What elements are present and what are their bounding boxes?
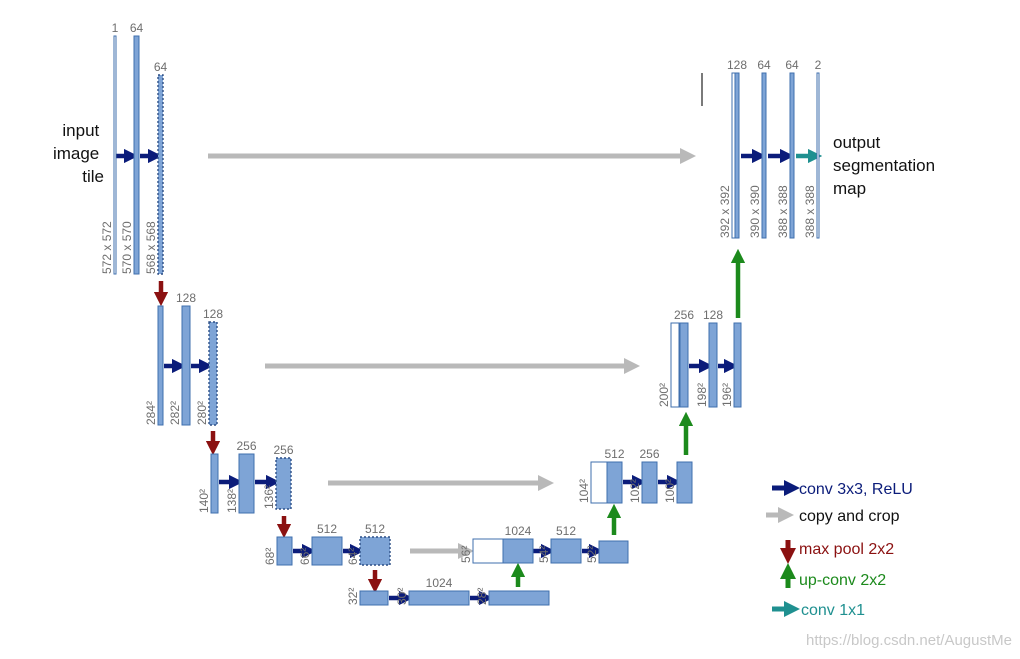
size-label-u3c: 102² <box>628 479 642 503</box>
size-label-l2b: 282² <box>168 401 182 425</box>
size-label-u1d: 388 x 388 <box>776 185 790 238</box>
legend-conv-label: conv 3x3, ReLU <box>799 481 913 498</box>
size-label-l3b: 138² <box>225 489 239 513</box>
dimension-labels: 1 572 x 572 64 570 x 570 64 568 x 568 284² 128 2… <box>100 21 822 605</box>
size-label-l2a: 284² <box>144 401 158 425</box>
feature-map-u2d <box>733 322 742 408</box>
feature-map-l3c <box>275 457 292 510</box>
channel-label-l3c: 256 <box>273 443 293 457</box>
channel-label-l4b: 512 <box>317 522 337 536</box>
feature-map-l1c <box>157 74 164 275</box>
size-label-l4b: 66² <box>298 548 312 565</box>
legend-copy-label: copy and crop <box>799 508 900 525</box>
legend: conv 3x3, ReLU copy and crop max pool 2x… <box>766 479 913 619</box>
feature-map-u1e <box>816 72 820 239</box>
feature-map-l4c <box>359 536 391 566</box>
size-label-l4a: 68² <box>263 548 277 565</box>
size-label-u3d: 100² <box>663 479 677 503</box>
channel-label-u4b: 1024 <box>505 524 532 538</box>
feature-map-b2 <box>408 590 470 606</box>
channel-label-l3b: 256 <box>236 439 256 453</box>
channel-label-l2c: 128 <box>203 307 223 321</box>
size-label-l1b: 570 x 570 <box>120 221 134 274</box>
size-label-u2w: 200² <box>657 383 671 407</box>
feature-map-u3b <box>606 461 623 504</box>
size-label-u4w: 56² <box>459 546 473 563</box>
channel-label-u3c: 256 <box>639 447 659 461</box>
feature-map-l2b <box>181 305 191 426</box>
feature-map-u2b <box>679 322 689 408</box>
size-label-u3w: 104² <box>577 479 591 503</box>
feature-map-u3d <box>676 461 693 504</box>
size-label-l2c: 280² <box>195 401 209 425</box>
feature-map-u3c <box>641 461 658 504</box>
channel-label-l1a: 1 <box>112 21 119 35</box>
size-label-u2c: 198² <box>695 383 709 407</box>
channel-label-b2: 1024 <box>426 576 453 590</box>
legend-pool-label: max pool 2x2 <box>799 541 894 558</box>
size-label-b2: 30² <box>395 588 409 605</box>
size-label-l4c: 64² <box>346 548 360 565</box>
size-label-l1a: 572 x 572 <box>100 221 114 274</box>
feature-map-u4d <box>598 540 629 564</box>
feature-map-b3 <box>488 590 550 606</box>
channel-label-u3b: 512 <box>604 447 624 461</box>
size-label-b1: 32² <box>346 588 360 605</box>
size-label-l3c: 136² <box>262 485 276 509</box>
size-label-l3a: 140² <box>197 489 211 513</box>
feature-map-b1 <box>359 590 389 606</box>
size-label-u4c: 54² <box>537 546 551 563</box>
feature-map-u2c <box>708 322 718 408</box>
channel-label-l1c: 64 <box>154 60 168 74</box>
feature-map-l2c <box>208 321 218 426</box>
size-label-u4d: 52² <box>585 546 599 563</box>
feature-map-l3b <box>238 453 255 514</box>
channel-label-u4c: 512 <box>556 524 576 538</box>
feature-map-l1a <box>113 35 117 275</box>
channel-label-l4c: 512 <box>365 522 385 536</box>
channel-label-u2b: 256 <box>674 308 694 322</box>
size-label-u1w: 392 x 392 <box>718 185 732 238</box>
channel-label-l2b: 128 <box>176 291 196 305</box>
feature-map-u4w <box>472 538 504 564</box>
feature-map-u1b <box>734 72 740 239</box>
channel-label-u1c: 64 <box>757 58 771 72</box>
feature-map-u1c <box>761 72 767 239</box>
feature-map-l1b <box>133 35 140 275</box>
legend-conv1x1-label: conv 1x1 <box>801 602 865 619</box>
size-label-u1c: 390 x 390 <box>748 185 762 238</box>
channel-label-l1b: 64 <box>130 21 144 35</box>
legend-upconv-label: up-conv 2x2 <box>799 572 886 589</box>
input-label: input image tile <box>53 121 104 186</box>
feature-map-u3w <box>590 461 608 504</box>
feature-map-l4a <box>276 536 293 566</box>
feature-map-l4b <box>311 536 343 566</box>
feature-maps <box>113 35 820 606</box>
arrows <box>116 147 823 606</box>
size-label-l1c: 568 x 568 <box>144 221 158 274</box>
channel-label-u2c: 128 <box>703 308 723 322</box>
channel-label-u1d: 64 <box>785 58 799 72</box>
feature-map-u1d <box>789 72 795 239</box>
feature-map-l3a <box>210 453 219 514</box>
feature-map-l2a <box>157 305 164 426</box>
feature-map-u4b <box>502 538 534 564</box>
channel-label-u1e: 2 <box>815 58 822 72</box>
feature-map-u2w <box>670 322 680 408</box>
watermark: https://blog.csdn.net/AugustMe <box>806 632 1012 649</box>
channel-label-u1b: 128 <box>727 58 747 72</box>
feature-map-u4c <box>550 538 582 564</box>
size-label-u2d: 196² <box>720 383 734 407</box>
size-label-u1e: 388 x 388 <box>803 185 817 238</box>
output-label: output segmentation map <box>833 133 940 198</box>
size-label-b3: 28² <box>475 588 489 605</box>
